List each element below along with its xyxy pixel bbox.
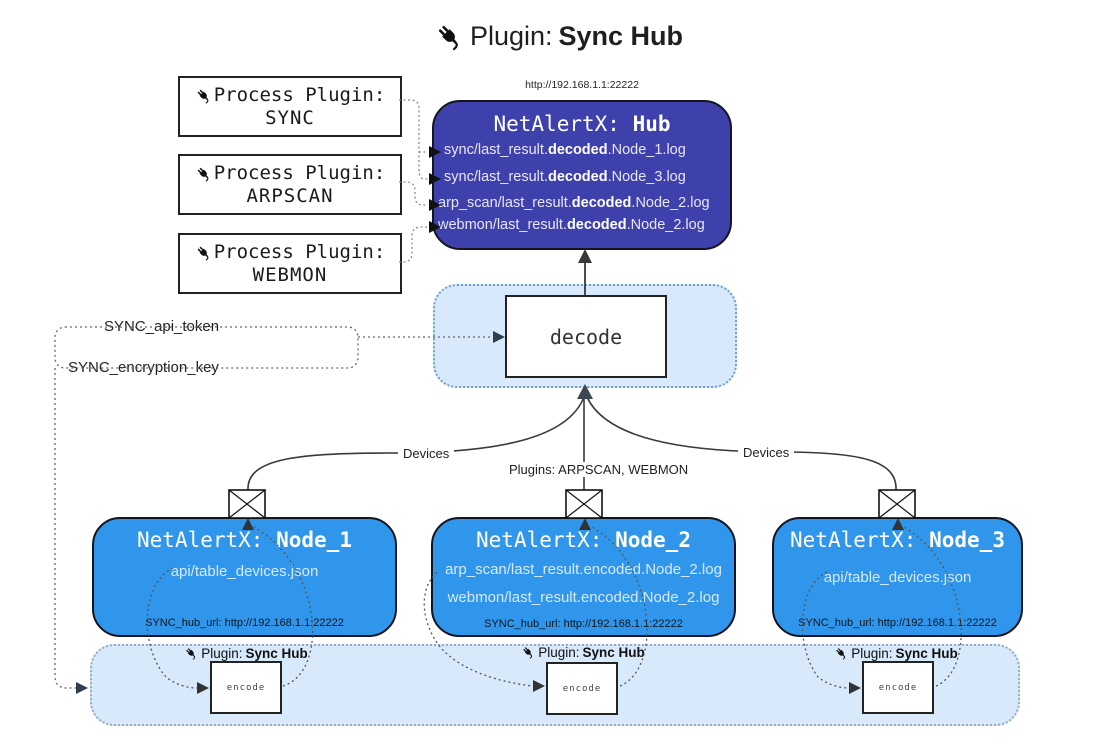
node-3-hub-url: SYNC_hub_url: http://192.168.1.1:22222 xyxy=(798,617,997,629)
node-2-title: NetAlertX: Node_2 xyxy=(476,528,691,552)
node-3-file: api/table_devices.json xyxy=(823,569,972,586)
hub-log-line: webmon/last_result.decoded.Node_2.log xyxy=(438,217,705,233)
process-plugin-webmon: Process Plugin: WEBMON xyxy=(178,233,402,294)
plugin-to-hub-links xyxy=(399,99,428,263)
process-plugin-label: Process Plugin: xyxy=(213,241,386,263)
process-plugin-label: Process Plugin: xyxy=(213,162,386,184)
hub-box xyxy=(432,100,732,250)
process-plugin-name: SYNC xyxy=(265,107,315,129)
process-plugin-sync: Process Plugin: SYNC xyxy=(178,76,402,137)
decode-box: decode xyxy=(505,295,667,378)
hub-title-name: Hub xyxy=(632,112,671,136)
plug-icon xyxy=(195,244,212,261)
plug-icon xyxy=(834,646,848,660)
envelope-icon xyxy=(565,489,603,519)
encoder-1-label: Plugin:Sync Hub xyxy=(176,645,316,661)
node-2-hub-url: SYNC_hub_url: http://192.168.1.1:22222 xyxy=(484,618,683,630)
hub-log-line: sync/last_result.decoded.Node_3.log xyxy=(444,169,686,185)
encode-box-2: encode xyxy=(546,662,618,715)
process-plugin-name: WEBMON xyxy=(252,264,328,286)
node-1-hub-url: SYNC_hub_url: http://192.168.1.1:22222 xyxy=(145,617,344,629)
node-2-file: arp_scan/last_result.encoded.Node_2.log xyxy=(445,561,722,578)
encode-box-1: encode xyxy=(210,661,282,714)
sync-api-token-label: SYNC_api_token xyxy=(100,318,224,335)
node-2-file: webmon/last_result.encoded.Node_2.log xyxy=(447,589,720,606)
hub-title: NetAlertX: Hub xyxy=(432,112,732,136)
page-title: Plugin: Sync Hub xyxy=(0,16,1117,56)
encoder-3-label: Plugin:Sync Hub xyxy=(826,645,966,661)
edge-label-plugins-center: Plugins: ARPSCAN, WEBMON xyxy=(504,462,694,477)
process-plugin-arpscan: Process Plugin: ARPSCAN xyxy=(178,154,402,215)
encode-box-3: encode xyxy=(862,661,934,714)
sync-encryption-key-label: SYNC_encryption_key xyxy=(64,359,223,376)
envelope-icons xyxy=(228,489,916,519)
plug-icon xyxy=(195,87,212,104)
plug-icon xyxy=(184,646,198,660)
hub-url: http://192.168.1.1:22222 xyxy=(525,79,639,91)
hub-title-label: NetAlertX: xyxy=(493,112,620,136)
edge-label-devices-right: Devices xyxy=(738,445,795,460)
process-plugin-label: Process Plugin: xyxy=(213,84,386,106)
plug-icon xyxy=(521,645,535,659)
encryption-key-arrowhead xyxy=(76,682,88,694)
envelope-icon xyxy=(878,489,916,519)
encoder-2-label: Plugin:Sync Hub xyxy=(513,644,653,660)
plug-icon xyxy=(434,21,464,51)
node-1-title: NetAlertX: Node_1 xyxy=(137,528,352,552)
page-title-name: Sync Hub xyxy=(558,20,684,51)
edge-label-devices-left: Devices xyxy=(398,446,455,461)
envelope-icon xyxy=(228,489,266,519)
node-1-file: api/table_devices.json xyxy=(170,563,319,580)
node-1-box xyxy=(92,517,397,637)
process-plugin-name: ARPSCAN xyxy=(246,185,334,207)
hub-log-line: sync/last_result.decoded.Node_1.log xyxy=(444,142,686,158)
plug-icon xyxy=(195,165,212,182)
node-3-title: NetAlertX: Node_3 xyxy=(790,528,1005,552)
hub-log-line: arp_scan/last_result.decoded.Node_2.log xyxy=(438,195,710,211)
page-title-label: Plugin: xyxy=(469,20,553,51)
